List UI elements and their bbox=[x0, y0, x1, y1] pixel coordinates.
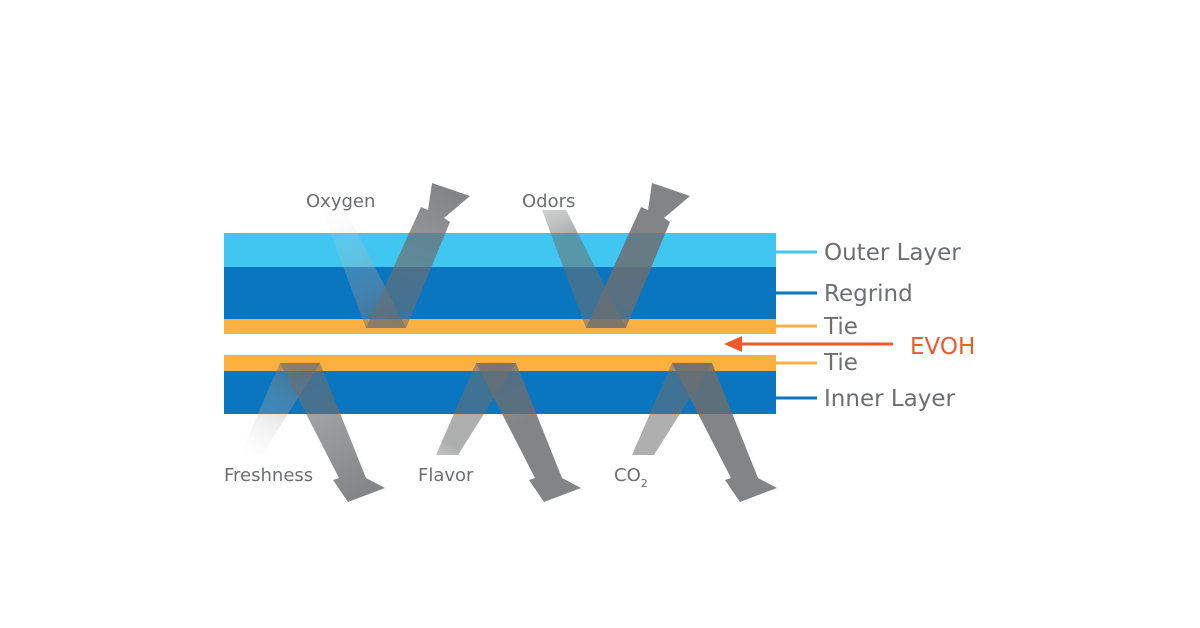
co2-label: CO2 bbox=[614, 465, 648, 490]
oxygen-arrow-outgoing bbox=[366, 183, 470, 328]
odors-label: Odors bbox=[522, 191, 575, 212]
oxygen-arrow bbox=[322, 183, 470, 328]
co2-arrow bbox=[632, 363, 777, 502]
outer-layer-label: Outer Layer bbox=[824, 240, 961, 266]
tie-top-layer-band bbox=[224, 319, 776, 334]
odors-arrow bbox=[542, 183, 690, 328]
oxygen-label: Oxygen bbox=[306, 191, 375, 212]
regrind-layer-band bbox=[224, 267, 776, 319]
outer-layer-band bbox=[224, 233, 776, 267]
inner-layer-label: Inner Layer bbox=[824, 386, 956, 412]
co2-label-subscript: 2 bbox=[641, 477, 648, 490]
flavor-arrow bbox=[436, 363, 581, 502]
odors-arrow-outgoing bbox=[586, 183, 690, 328]
tie-top-label: Tie bbox=[823, 314, 858, 340]
evoh-pointer-arrow bbox=[724, 336, 893, 352]
regrind-label: Regrind bbox=[824, 281, 913, 307]
co2-label-main: CO bbox=[614, 465, 641, 486]
co2-arrow-outgoing bbox=[672, 363, 777, 502]
freshness-label: Freshness bbox=[224, 465, 313, 486]
freshness-arrow bbox=[240, 363, 385, 502]
flavor-arrow-outgoing bbox=[476, 363, 581, 502]
freshness-arrow-outgoing bbox=[280, 363, 385, 502]
evoh-arrowhead-icon bbox=[724, 336, 742, 352]
evoh-label: EVOH bbox=[910, 334, 975, 360]
flavor-label: Flavor bbox=[418, 465, 474, 486]
tie-bottom-label: Tie bbox=[823, 350, 858, 376]
